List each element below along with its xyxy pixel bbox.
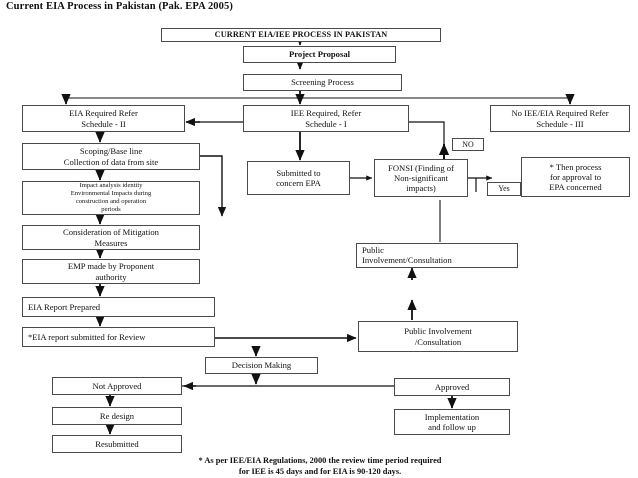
fonsi-line2: Non-significant	[394, 172, 448, 183]
node-public-involvement-upper[interactable]: Public Involvement/Consultation	[356, 243, 518, 268]
eia-required-line1: EIA Required Refer	[69, 108, 138, 119]
approved-label: Approved	[434, 381, 470, 392]
figure-title: Current EIA Process in Pakistan (Pak. EP…	[6, 1, 233, 12]
public-upper-line2: Involvement/Consultation	[362, 255, 452, 266]
node-public-involvement-lower[interactable]: Public Involvement /Consultation	[358, 321, 518, 352]
label-no: NO	[462, 139, 474, 149]
decision-making-label: Decision Making	[231, 360, 292, 371]
node-fonsi[interactable]: FONSI (Finding of Non-significant impact…	[374, 159, 468, 197]
not-approved-label: Not Approved	[92, 380, 142, 391]
impact-line4: periods	[101, 206, 121, 214]
no-iee-eia-line2: Schedule - III	[536, 118, 584, 129]
banner-label: CURRENT EIA/IEE PROCESS IN PAKISTAN	[214, 30, 388, 40]
eia-report-submitted-label: *EIA report submitted for Review	[28, 331, 146, 342]
label-yes-box: Yes	[487, 182, 521, 196]
public-lower-line2: /Consultation	[414, 336, 462, 347]
scoping-line1: Scoping/Base line	[79, 146, 143, 157]
emp-line1: EMP made by Proponent	[67, 261, 155, 272]
impact-line2: Environmental Impacts during	[70, 189, 152, 197]
label-yes: Yes	[498, 184, 510, 194]
submitted-epa-line2: concern EPA	[276, 178, 321, 188]
then-process-line3: EPA concerned	[549, 182, 602, 193]
iee-required-line1: IEE Required, Refer	[290, 108, 362, 119]
scoping-line2: Collection of data from site	[63, 156, 159, 167]
eia-report-prepared-label: EIA Report Prepared	[28, 301, 101, 312]
node-iee-required[interactable]: IEE Required, Refer Schedule - I	[243, 105, 409, 132]
submitted-epa-line1: Submitted to	[276, 167, 321, 178]
banner-box: CURRENT EIA/IEE PROCESS IN PAKISTAN	[161, 28, 441, 42]
public-lower-line1: Public Involvement	[404, 326, 472, 337]
node-project-proposal[interactable]: Project Proposal	[243, 46, 396, 63]
node-impact-analysis[interactable]: Impact analysis identity Environmental I…	[22, 181, 200, 215]
public-upper-line1: Public	[362, 245, 384, 255]
implementation-line2: and follow up	[428, 422, 476, 432]
resubmitted-label: Resubmitted	[95, 438, 139, 449]
fonsi-line3: impacts)	[406, 183, 436, 194]
footnote: * As per IEE/EIA Regulations, 2000 the r…	[90, 456, 550, 477]
implementation-line1: Implementation	[424, 411, 480, 422]
fonsi-line1: FONSI (Finding of	[388, 162, 454, 173]
node-re-design[interactable]: Re design	[52, 407, 182, 425]
impact-line3: construction and operation	[75, 198, 147, 205]
node-eia-report-prepared[interactable]: EIA Report Prepared	[22, 297, 215, 317]
impact-line1: Impact analysis identity	[79, 181, 143, 189]
mitigation-line2: Measures	[94, 237, 128, 248]
eia-required-line2: Schedule - II	[81, 118, 126, 129]
node-eia-report-submitted[interactable]: *EIA report submitted for Review	[22, 327, 215, 347]
node-resubmitted[interactable]: Resubmitted	[52, 435, 182, 453]
node-decision-making[interactable]: Decision Making	[205, 357, 318, 374]
then-process-line2: for approval to	[549, 171, 602, 182]
no-iee-eia-line1: No IEE/EIA Required Refer	[511, 108, 609, 119]
node-screening-process[interactable]: Screening Process	[243, 74, 402, 91]
footnote-line2: for IEE is 45 days and for EIA is 90-120…	[238, 466, 402, 476]
iee-required-line2: Schedule - I	[305, 118, 347, 129]
node-no-iee-eia-required[interactable]: No IEE/EIA Required Refer Schedule - III	[490, 105, 630, 132]
then-process-line1: * Then process	[549, 161, 602, 172]
mitigation-line1: Consideration of Mitigation	[63, 227, 159, 238]
footnote-line1: * As per IEE/EIA Regulations, 2000 the r…	[198, 456, 442, 465]
label-no-box: NO	[452, 138, 484, 151]
node-submitted-to-epa[interactable]: Submitted to concern EPA	[247, 161, 350, 195]
node-scoping-baseline[interactable]: Scoping/Base line Collection of data fro…	[22, 143, 200, 170]
node-then-process-approval[interactable]: * Then process for approval to EPA conce…	[521, 157, 630, 197]
node-emp-proponent[interactable]: EMP made by Proponent authority	[22, 259, 200, 284]
node-eia-required[interactable]: EIA Required Refer Schedule - II	[22, 105, 185, 132]
node-approved[interactable]: Approved	[394, 378, 510, 396]
node-implementation-followup[interactable]: Implementation and follow up	[394, 409, 510, 435]
emp-line2: authority	[95, 271, 127, 282]
node-mitigation-measures[interactable]: Consideration of Mitigation Measures	[22, 225, 200, 250]
re-design-label: Re design	[99, 410, 135, 421]
project-proposal-label: Project Proposal	[288, 49, 351, 60]
screening-process-label: Screening Process	[291, 77, 354, 88]
node-not-approved[interactable]: Not Approved	[52, 377, 182, 395]
